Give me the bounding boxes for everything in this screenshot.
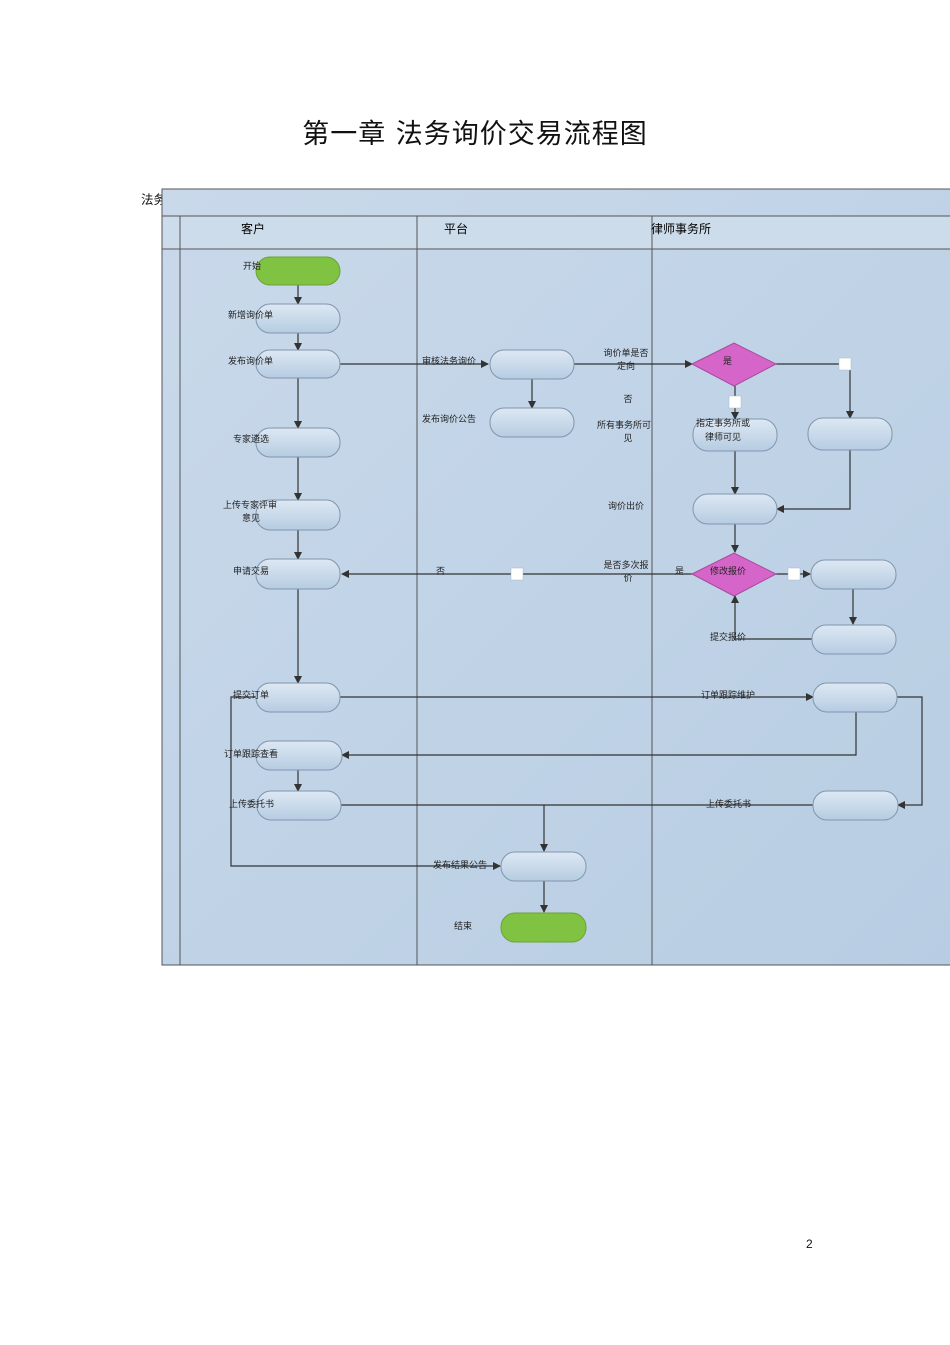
- upload-commission-firm-box: [812, 790, 899, 821]
- label-designated-1: 指定事务所或: [696, 417, 750, 429]
- label-upload-commission-customer: 上传委托书: [229, 798, 274, 810]
- lane-header-platform: 平台: [444, 221, 468, 236]
- label-modify-quote: 修改报价: [710, 565, 746, 577]
- multi-quote-box: [810, 559, 897, 590]
- label-quote-bid: 询价出价: [608, 500, 644, 512]
- label-expert-review-1: 上传专家评审: [223, 499, 277, 511]
- label-submit-order: 提交订单: [233, 689, 269, 701]
- new-inquiry-box: [255, 303, 341, 334]
- lane-header-customer: 客户: [241, 221, 265, 236]
- label-no-2: 否: [436, 566, 445, 577]
- label-all-visible-2: 见: [623, 433, 632, 444]
- expert-review-box: [255, 499, 341, 531]
- order-view-box: [255, 740, 343, 771]
- end-terminal: [500, 912, 587, 943]
- label-order-view: 订单跟踪查看: [224, 748, 278, 760]
- lane-header-law-firm: 律师事务所: [651, 221, 711, 236]
- label-submit-quote: 提交报价: [710, 631, 746, 643]
- directed-decision: [690, 342, 778, 387]
- order-maintain-box: [812, 682, 898, 713]
- start-terminal: [255, 256, 341, 286]
- label-no: 否: [623, 394, 632, 405]
- label-start: 开始: [243, 260, 261, 272]
- publish-notice-box: [489, 407, 575, 438]
- label-apply-trade: 申请交易: [233, 565, 269, 577]
- label-new-inquiry: 新增询价单: [228, 309, 273, 321]
- page-title: 第一章 法务询价交易流程图: [302, 119, 648, 150]
- modify-quote-decision: [690, 552, 778, 597]
- label-end: 结束: [454, 920, 472, 932]
- label-is-directed-2: 定向: [617, 360, 635, 372]
- label-publish-notice: 发布询价公告: [422, 413, 476, 425]
- label-decision-yes: 是: [723, 356, 732, 367]
- label-expert-review-2: 意见: [242, 512, 260, 524]
- nodes: [255, 256, 899, 943]
- label-all-visible-1: 所有事务所可: [597, 419, 651, 431]
- connector-markers: [510, 357, 852, 581]
- review-inquiry-box: [489, 349, 575, 380]
- expert-select-box: [255, 427, 341, 458]
- label-publish-inquiry: 发布询价单: [228, 355, 273, 367]
- label-is-directed-1: 询价单是否: [603, 347, 648, 359]
- label-expert-select: 专家遴选: [233, 433, 269, 445]
- publish-result-box: [500, 851, 587, 882]
- upload-commission-customer-box: [256, 790, 342, 821]
- label-multi-quote-2: 价: [623, 573, 632, 584]
- page-number: 2: [806, 1237, 813, 1251]
- quote-bid-box: [692, 493, 778, 525]
- all-visible-box: [807, 417, 893, 451]
- label-upload-commission-firm: 上传委托书: [706, 798, 751, 810]
- designated-visible-box: [692, 418, 778, 452]
- publish-inquiry-box: [255, 349, 341, 379]
- apply-trade-box: [255, 558, 341, 590]
- submit-quote-box: [811, 624, 897, 655]
- label-yes: 是: [675, 566, 684, 577]
- label-publish-result: 发布结果公告: [433, 859, 487, 871]
- submit-order-box: [255, 682, 341, 713]
- label-order-maintain: 订单跟踪维护: [701, 689, 755, 701]
- label-multi-quote-1: 是否多次报: [603, 559, 648, 571]
- label-review-inquiry: 审核法务询价: [422, 355, 476, 367]
- label-designated-2: 律师可见: [705, 431, 741, 443]
